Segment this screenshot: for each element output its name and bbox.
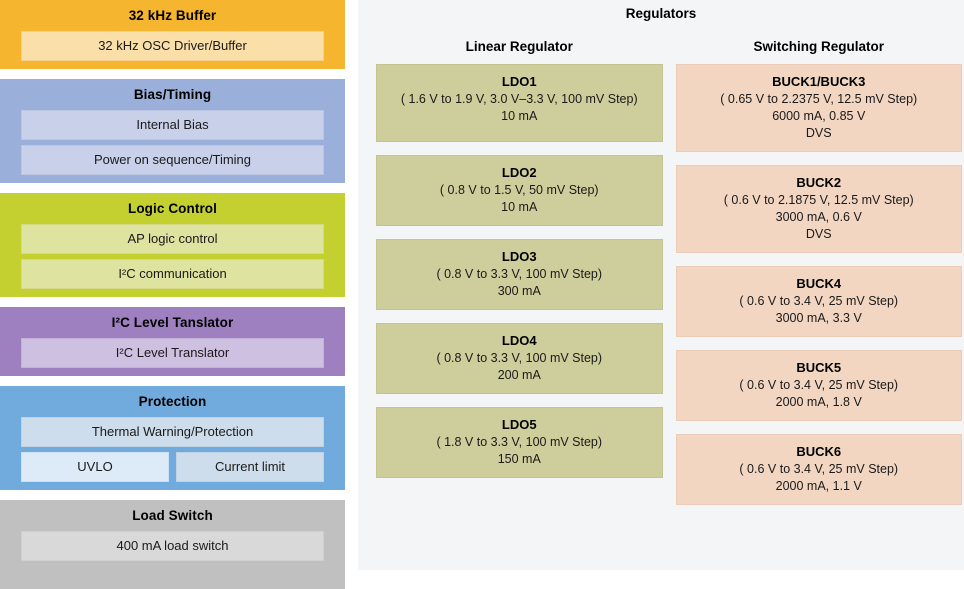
block-protection: Protection Thermal Warning/Protection UV… [0,386,345,490]
block-gap [0,376,345,386]
regulator-box-ldo2: LDO2 ( 0.8 V to 1.5 V, 50 mV Step) 10 mA [376,155,663,226]
block-item-uvlo: UVLO [21,452,169,482]
regulators-panel: Regulators Linear Regulator LDO1 ( 1.6 V… [358,0,964,570]
block-title: 32 kHz Buffer [128,8,217,23]
block-32khz-buffer: 32 kHz Buffer 32 kHz OSC Driver/Buffer [0,0,345,69]
regulator-range: ( 0.6 V to 3.4 V, 25 mV Step) [739,294,899,308]
protection-sub-row: UVLO Current limit [21,452,324,482]
regulator-range: ( 1.6 V to 1.9 V, 3.0 V–3.3 V, 100 mV St… [400,92,638,106]
regulator-current: 200 mA [497,368,541,382]
regulator-range: ( 1.8 V to 3.3 V, 100 mV Step) [436,435,603,449]
regulator-name: LDO2 [501,165,537,180]
column-linear-regulator: Linear Regulator LDO1 ( 1.6 V to 1.9 V, … [376,38,663,518]
block-gap [0,490,345,500]
block-gap [0,69,345,79]
regulator-range: ( 0.8 V to 1.5 V, 50 mV Step) [439,183,599,197]
block-item-internal-bias: Internal Bias [21,110,324,140]
block-logic-control: Logic Control AP logic control I²C commu… [0,193,345,297]
block-gap [0,297,345,307]
regulator-box-ldo3: LDO3 ( 0.8 V to 3.3 V, 100 mV Step) 300 … [376,239,663,310]
block-title: Protection [138,394,207,409]
regulator-name: BUCK2 [796,175,842,190]
regulator-range: ( 0.6 V to 3.4 V, 25 mV Step) [739,462,899,476]
regulator-dvs: DVS [805,126,832,140]
block-title: I²C Level Tanslator [111,315,234,330]
regulator-range: ( 0.8 V to 3.3 V, 100 mV Step) [436,351,603,365]
regulator-current: 2000 mA, 1.8 V [775,395,862,409]
column-header: Switching Regulator [753,39,884,54]
regulator-box-ldo5: LDO5 ( 1.8 V to 3.3 V, 100 mV Step) 150 … [376,407,663,478]
left-function-blocks: 32 kHz Buffer 32 kHz OSC Driver/Buffer B… [0,0,345,589]
regulator-name: LDO5 [501,417,537,432]
block-item-ap-logic-control: AP logic control [21,224,324,254]
regulator-range: ( 0.65 V to 2.2375 V, 12.5 mV Step) [720,92,918,106]
block-item-osc-driver: 32 kHz OSC Driver/Buffer [21,31,324,61]
regulator-box-ldo1: LDO1 ( 1.6 V to 1.9 V, 3.0 V–3.3 V, 100 … [376,64,663,142]
regulator-name: BUCK1/BUCK3 [772,74,866,89]
regulator-box-buck6: BUCK6 ( 0.6 V to 3.4 V, 25 mV Step) 2000… [675,434,962,505]
regulator-current: 2000 mA, 1.1 V [775,479,862,493]
block-item-load-switch: 400 mA load switch [21,531,324,561]
block-i2c-level-translator: I²C Level Tanslator I²C Level Translator [0,307,345,376]
panel-title: Regulators [625,6,697,21]
regulator-current: 3000 mA, 3.3 V [775,311,862,325]
regulator-current: 150 mA [497,452,541,466]
regulator-range: ( 0.6 V to 2.1875 V, 12.5 mV Step) [723,193,914,207]
block-item-power-on-sequence: Power on sequence/Timing [21,145,324,175]
block-title: Logic Control [127,201,218,216]
block-title: Bias/Timing [133,87,212,102]
regulator-name: BUCK6 [796,444,842,459]
regulator-current: 6000 mA, 0.85 V [772,109,866,123]
regulator-box-ldo4: LDO4 ( 0.8 V to 3.3 V, 100 mV Step) 200 … [376,323,663,394]
regulator-current: 300 mA [497,284,541,298]
block-title: Load Switch [132,508,213,523]
block-load-switch: Load Switch 400 mA load switch [0,500,345,589]
block-item-i2c-level-translator: I²C Level Translator [21,338,324,368]
regulator-current: 10 mA [501,109,538,123]
regulator-name: LDO3 [501,249,537,264]
regulator-name: LDO4 [501,333,537,348]
regulator-range: ( 0.8 V to 3.3 V, 100 mV Step) [436,267,603,281]
regulator-dvs: DVS [805,227,832,241]
column-switching-regulator: Switching Regulator BUCK1/BUCK3 ( 0.65 V… [675,38,962,518]
column-header: Linear Regulator [465,39,573,54]
regulator-name: BUCK5 [796,360,842,375]
regulator-name: LDO1 [501,74,537,89]
block-item-current-limit: Current limit [176,452,324,482]
block-item-i2c-communication: I²C communication [21,259,324,289]
regulator-box-buck1-buck3: BUCK1/BUCK3 ( 0.65 V to 2.2375 V, 12.5 m… [675,64,962,152]
regulator-name: BUCK4 [796,276,842,291]
regulator-current: 3000 mA, 0.6 V [775,210,862,224]
regulator-current: 10 mA [501,200,538,214]
regulator-range: ( 0.6 V to 3.4 V, 25 mV Step) [739,378,899,392]
block-bias-timing: Bias/Timing Internal Bias Power on seque… [0,79,345,183]
block-item-thermal-warning: Thermal Warning/Protection [21,417,324,447]
regulator-columns: Linear Regulator LDO1 ( 1.6 V to 1.9 V, … [358,38,964,518]
regulator-box-buck5: BUCK5 ( 0.6 V to 3.4 V, 25 mV Step) 2000… [675,350,962,421]
block-gap [0,183,345,193]
regulator-box-buck2: BUCK2 ( 0.6 V to 2.1875 V, 12.5 mV Step)… [675,165,962,253]
regulator-box-buck4: BUCK4 ( 0.6 V to 3.4 V, 25 mV Step) 3000… [675,266,962,337]
